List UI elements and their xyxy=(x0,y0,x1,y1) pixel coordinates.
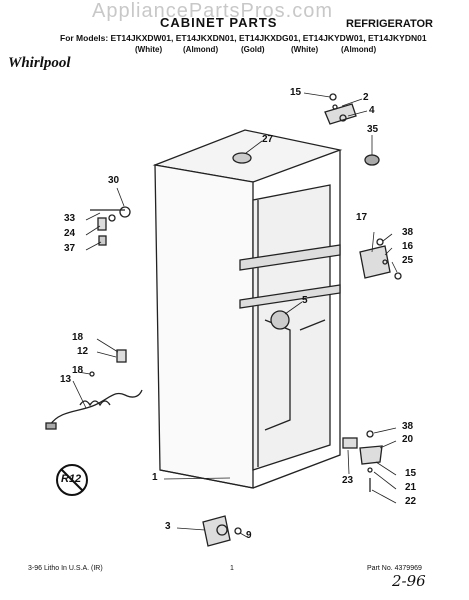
r12-badge xyxy=(56,464,88,496)
callout-13: 13 xyxy=(60,374,72,385)
model-color-3: (Gold) xyxy=(241,45,265,54)
model-color-5: (Almond) xyxy=(341,45,377,54)
callout-22: 22 xyxy=(405,496,417,507)
footer-litho: 3-96 Litho In U.S.A. (IR) xyxy=(28,565,103,572)
callout-15-top: 15 xyxy=(290,87,302,98)
callout-18-upper: 18 xyxy=(72,332,84,343)
handwritten-date: 2-96 xyxy=(392,572,426,590)
callout-37: 37 xyxy=(64,243,76,254)
callout-23: 23 xyxy=(342,475,354,486)
callout-17: 17 xyxy=(356,212,368,223)
callout-3: 3 xyxy=(165,521,171,532)
callout-12: 12 xyxy=(77,346,89,357)
callout-1: 1 xyxy=(152,472,158,483)
callout-20: 20 xyxy=(402,434,414,445)
cabinet-shell xyxy=(152,129,343,489)
callout-35: 35 xyxy=(367,124,379,135)
callout-27: 27 xyxy=(262,134,274,145)
r12-badge-label: R12 xyxy=(61,473,82,485)
callout-21: 21 xyxy=(405,482,417,493)
footer-page: 1 xyxy=(230,565,234,572)
callout-30: 30 xyxy=(108,175,120,186)
callout-25: 25 xyxy=(402,255,414,266)
page-subtitle: REFRIGERATOR xyxy=(346,18,433,30)
callout-15-lower: 15 xyxy=(405,468,417,479)
callout-24: 24 xyxy=(64,228,76,239)
brand-logo: Whirlpool xyxy=(8,55,71,71)
watermark: AppliancePartsPros.com xyxy=(92,0,333,22)
callout-4: 4 xyxy=(369,105,375,116)
callout-38-lower: 38 xyxy=(402,421,414,432)
model-color-4: (White) xyxy=(291,45,319,54)
callout-18-lower: 18 xyxy=(72,365,84,376)
callout-5: 5 xyxy=(302,295,308,306)
callout-16: 16 xyxy=(402,241,414,252)
footer-part-number: Part No. 4379969 xyxy=(367,565,422,572)
model-list: For Models: ET14JKXDW01, ET14JKXDN01, ET… xyxy=(60,33,427,43)
page-title: CABINET PARTS xyxy=(160,15,278,30)
callout-33: 33 xyxy=(64,213,76,224)
model-color-2: (Almond) xyxy=(183,45,219,54)
model-color-1: (White) xyxy=(135,45,163,54)
callout-9: 9 xyxy=(246,530,252,541)
callout-38-upper: 38 xyxy=(402,227,414,238)
callout-2: 2 xyxy=(363,92,369,103)
